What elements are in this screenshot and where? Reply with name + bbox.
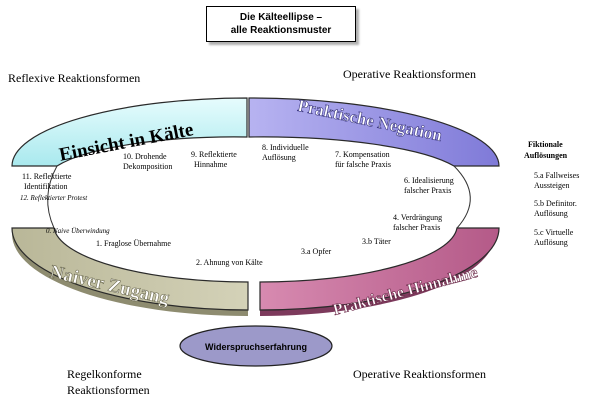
fiktional-5a-line-2: Aussteigen [534, 181, 570, 190]
item-9-line-2: Hinnahme [194, 160, 228, 169]
item-4-line-2: falscher Praxis [393, 223, 441, 232]
widerspruchserfahrung-label: Widerspruchserfahrung [205, 342, 307, 352]
item-9-line-1: 9. Reflektierte [191, 150, 237, 159]
corner-bottom-left-2: Reaktionsformen [67, 383, 150, 397]
fiktional-title-2: Auflösungen [524, 151, 568, 160]
fiktional-5a-line-1: 5.a Fallweises [534, 171, 580, 180]
item-8-line-1: 8. Individuelle [262, 143, 309, 152]
inner-ellipse-outline-right [453, 165, 471, 229]
corner-top-right: Operative Reaktionsformen [343, 67, 476, 81]
item-2: 2. Ahnung von Kälte [196, 258, 263, 267]
item-7-line-2: für falsche Praxis [335, 160, 391, 169]
fiktional-title-1: Fiktionale [528, 140, 563, 149]
item-6-line-2: falscher Praxis [404, 186, 452, 195]
title-box: Die Kälteellipse – alle Reaktionsmuster [206, 6, 356, 42]
segment-praktische-negation [248, 97, 500, 167]
segment-naiver-zugang [11, 227, 249, 311]
corner-bottom-left-1: Regelkonforme [67, 367, 142, 381]
corner-top-left: Reflexive Reaktionsformen [8, 71, 141, 85]
item-7-line-1: 7. Kompensation [335, 150, 390, 159]
item-10-line-2: Dekomposition [123, 162, 173, 171]
item-1: 1. Fraglose Übernahme [96, 239, 171, 248]
fiktional-5c-line-2: Auflösung [534, 238, 568, 247]
segment-einsicht-in-kaelte [11, 97, 248, 167]
item-3b: 3.b Täter [362, 237, 391, 246]
title-line-2: alle Reaktionsmuster [230, 25, 332, 36]
item-4-line-1: 4. Verdrängung [393, 213, 443, 222]
inner-ellipse-outline [47, 165, 58, 229]
item-8-line-2: Auflösung [262, 153, 296, 162]
fiktional-5b-line-1: 5.b Definitor. [534, 199, 577, 208]
item-10-line-1: 10. Drohende [123, 152, 167, 161]
item-6-line-1: 6. Idealisierung [404, 176, 454, 185]
title-line-1: Die Kälteellipse – [239, 12, 323, 23]
segment-praktische-hinnahme [259, 227, 500, 311]
item-0: 0. Naive Überwindung [46, 227, 110, 235]
item-3a: 3.a Opfer [301, 247, 332, 256]
corner-bottom-right: Operative Reaktionsformen [353, 367, 486, 381]
item-11-line-1: 11. Reflektierte [22, 172, 72, 181]
item-12: 12. Reflektierter Protest [20, 194, 88, 202]
widerspruchserfahrung-ellipse [179, 325, 333, 367]
item-11-line-2: Identifikation [24, 182, 68, 191]
fiktional-5b-line-2: Auflösung [534, 209, 568, 218]
fiktional-5c-line-1: 5.c Virtuelle [534, 228, 574, 237]
